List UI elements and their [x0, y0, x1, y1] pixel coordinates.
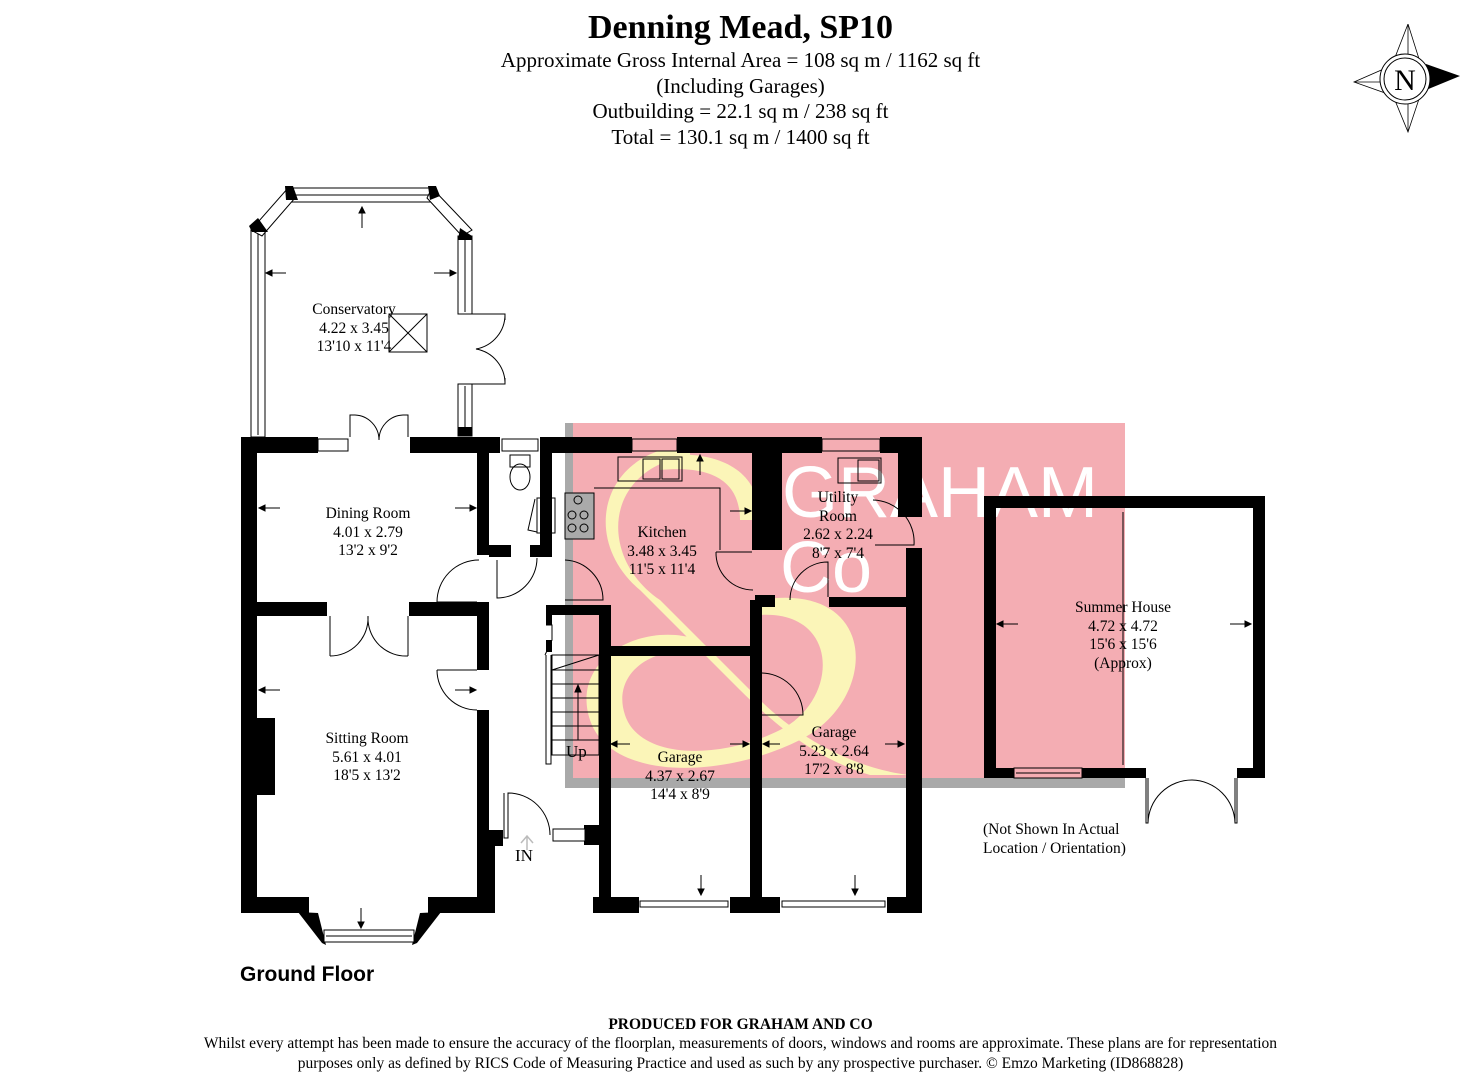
- outbuilding-location-note: (Not Shown In Actual Location / Orientat…: [983, 820, 1126, 858]
- room-metric-size: 2.62 x 2.24: [803, 526, 873, 543]
- note-line-2: Location / Orientation): [983, 840, 1126, 857]
- room-metric-size: 5.61 x 4.01: [332, 748, 402, 766]
- room-name: Dining Room: [325, 505, 411, 522]
- outbuilding-area: Outbuilding = 22.1 sq m / 238 sq ft: [592, 99, 889, 123]
- main-walls: [241, 437, 922, 945]
- room-imperial-size: 11'5 x 11'4: [628, 561, 696, 578]
- room-garage-2: Garage 5.23 x 2.64 17'2 x 8'8: [799, 724, 869, 780]
- note-line-1: (Not Shown In Actual: [983, 821, 1120, 838]
- room-imperial-size: 13'2 x 9'2: [338, 542, 398, 559]
- room-name: Kitchen: [637, 524, 687, 541]
- room-metric-size: 4.72 x 4.72: [1088, 617, 1158, 635]
- windows: [317, 438, 886, 943]
- room-metric-size: 4.22 x 3.45: [319, 319, 389, 337]
- room-sitting-room: Sitting Room 5.61 x 4.01 18'5 x 13'2: [325, 730, 408, 786]
- room-name: Summer House: [1074, 599, 1172, 616]
- room-name-line-2: Room: [819, 507, 857, 525]
- summer-house-walls: [984, 496, 1265, 778]
- disclaimer-line-1: Whilst every attempt has been made to en…: [203, 1035, 1278, 1052]
- plan-footer: PRODUCED FOR GRAHAM AND CO Whilst every …: [0, 1015, 1481, 1073]
- room-name: Garage: [657, 749, 703, 766]
- room-metric-size: 3.48 x 3.45: [627, 542, 697, 560]
- measurement-arrows: [257, 205, 1253, 930]
- room-name: Conservatory: [312, 301, 396, 318]
- room-metric-size: 4.01 x 2.79: [333, 523, 403, 541]
- doors: [329, 414, 915, 839]
- room-garage-1: Garage 4.37 x 2.67 14'4 x 8'9: [645, 749, 715, 805]
- room-dining-room: Dining Room 4.01 x 2.79 13'2 x 9'2: [326, 505, 411, 561]
- gross-internal-area: Approximate Gross Internal Area = 108 sq…: [500, 48, 981, 72]
- room-metric-size: 5.23 x 2.64: [799, 742, 869, 760]
- svg-text:N: N: [1394, 64, 1416, 97]
- room-imperial-size: 18'5 x 13'2: [333, 767, 401, 784]
- property-title: Denning Mead, SP10: [587, 9, 894, 46]
- total-area: Total = 130.1 sq m / 1400 sq ft: [611, 124, 870, 149]
- conservatory-walls: [250, 187, 473, 438]
- room-name: Sitting Room: [325, 730, 409, 747]
- room-kitchen: Kitchen 3.48 x 3.45 11'5 x 11'4: [627, 524, 697, 580]
- room-name: Utility: [817, 489, 859, 506]
- room-imperial-size: 17'2 x 8'8: [804, 761, 864, 778]
- entrance-label: IN: [515, 846, 533, 865]
- room-conservatory: Conservatory 4.22 x 3.45 13'10 x 11'4: [312, 301, 396, 357]
- disclaimer-line-2: purposes only as defined by RICS Code of…: [297, 1054, 1184, 1072]
- produced-for: PRODUCED FOR GRAHAM AND CO: [608, 1016, 873, 1033]
- room-imperial-size: 14'4 x 8'9: [650, 786, 710, 803]
- room-imperial-size: 15'6 x 15'6: [1089, 636, 1157, 653]
- watermark-co-text: Co: [780, 528, 872, 608]
- room-metric-size: 4.37 x 2.67: [645, 767, 715, 785]
- room-summer-house: Summer House 4.72 x 4.72 15'6 x 15'6 (Ap…: [1075, 599, 1171, 673]
- watermark-graham-text: GRAHAM: [782, 453, 1098, 533]
- stairs-up-label: Up: [566, 742, 587, 761]
- room-name: Garage: [811, 724, 857, 741]
- room-imperial-size: 8'7 x 7'4: [811, 544, 865, 562]
- floor-label: Ground Floor: [240, 963, 375, 986]
- entrance-arrow-icon: [520, 834, 534, 850]
- north-compass-icon: N: [1352, 24, 1460, 134]
- room-imperial-size: 13'10 x 11'4: [316, 338, 392, 355]
- room-utility-room: Utility Room 2.62 x 2.24 8'7 x 7'4: [803, 489, 873, 563]
- including-garages-note: (Including Garages): [656, 73, 825, 98]
- plan-header: Denning Mead, SP10 Approximate Gross Int…: [0, 8, 1481, 150]
- room-approx-note: (Approx): [1094, 654, 1152, 672]
